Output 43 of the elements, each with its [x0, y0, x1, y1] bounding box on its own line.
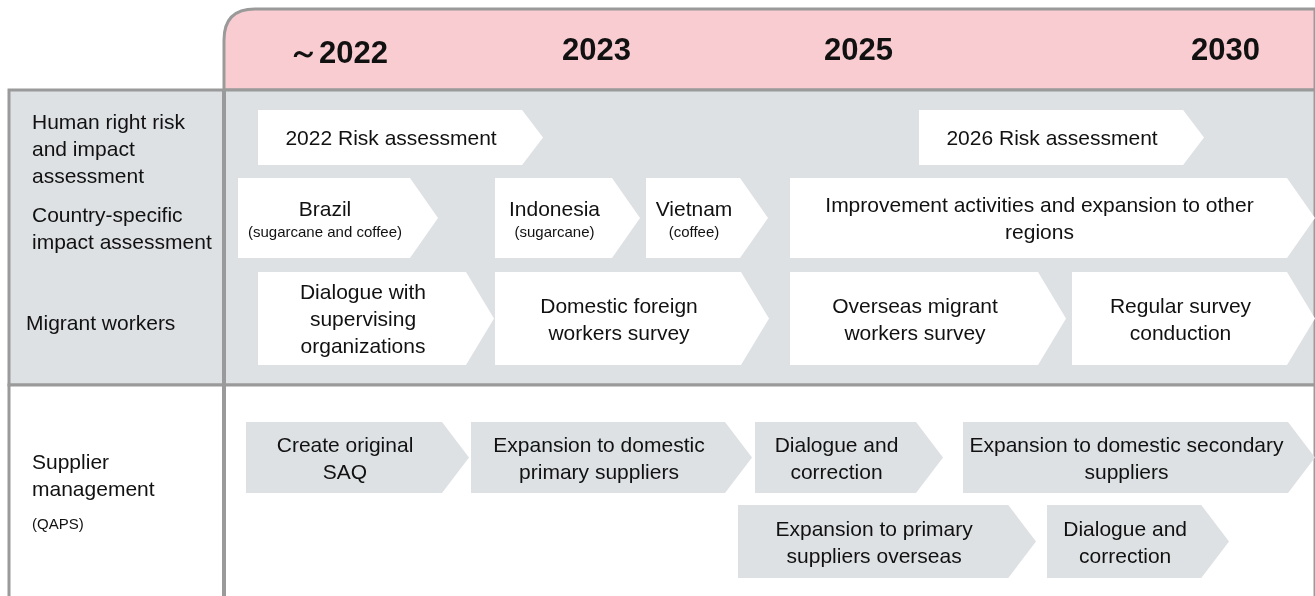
year-label: 2025	[824, 32, 893, 68]
chevron-step	[646, 178, 768, 258]
chevron-step	[238, 178, 438, 258]
step-text: Overseas migrant workers survey	[831, 292, 999, 346]
chevron-step	[246, 422, 469, 493]
chevron-step	[258, 272, 494, 365]
step-text: Expansion to domestic primary suppliers	[492, 431, 706, 485]
chevron-step	[790, 272, 1066, 365]
year-label: 2023	[562, 32, 631, 68]
step-text: Dialogue and correction	[1062, 515, 1188, 569]
step-text: Regular survey conduction	[1108, 292, 1253, 346]
chevron-step	[738, 505, 1036, 578]
chevron-step	[258, 110, 543, 165]
row-header: Migrant workers	[26, 310, 177, 336]
year-label: ～2022	[288, 34, 388, 72]
step-note: (coffee)	[668, 221, 720, 242]
step-note: (sugarcane and coffee)	[248, 221, 402, 242]
chevron-step	[471, 422, 752, 493]
step-note: (sugarcane)	[514, 221, 595, 242]
row-note: (QAPS)	[32, 514, 84, 534]
step-text: 2026 Risk assessment	[946, 125, 1158, 151]
chevron-step	[495, 272, 769, 365]
chevron-step	[755, 422, 943, 493]
row-header: Country-specific impact assessment	[32, 202, 212, 255]
step-text: Expansion to domestic secondary suppliers	[969, 431, 1285, 485]
step-text: Expansion to primary suppliers overseas	[774, 515, 974, 569]
row-header: Human right risk and impact assessment	[32, 109, 186, 189]
step-text: Dialogue and correction	[773, 431, 900, 485]
step-text: Improvement activities and expansion to other regions	[824, 192, 1255, 245]
step-text: Brazil	[298, 195, 352, 222]
step-text: Vietnam	[655, 195, 733, 222]
year-label: 2030	[1191, 32, 1260, 68]
step-text: Domestic foreign workers survey	[539, 292, 699, 346]
step-text: Indonesia	[508, 195, 601, 222]
step-text: Create original SAQ	[275, 431, 415, 485]
row-header: Supplier management	[32, 449, 156, 502]
chevron-step	[790, 178, 1315, 258]
chevron-step	[963, 422, 1315, 493]
step-text: 2022 Risk assessment	[285, 125, 497, 151]
chevron-step	[919, 110, 1204, 165]
chevron-step	[1047, 505, 1229, 578]
step-text: Dialogue with supervising organizations	[298, 279, 428, 359]
chevron-step	[1072, 272, 1315, 365]
